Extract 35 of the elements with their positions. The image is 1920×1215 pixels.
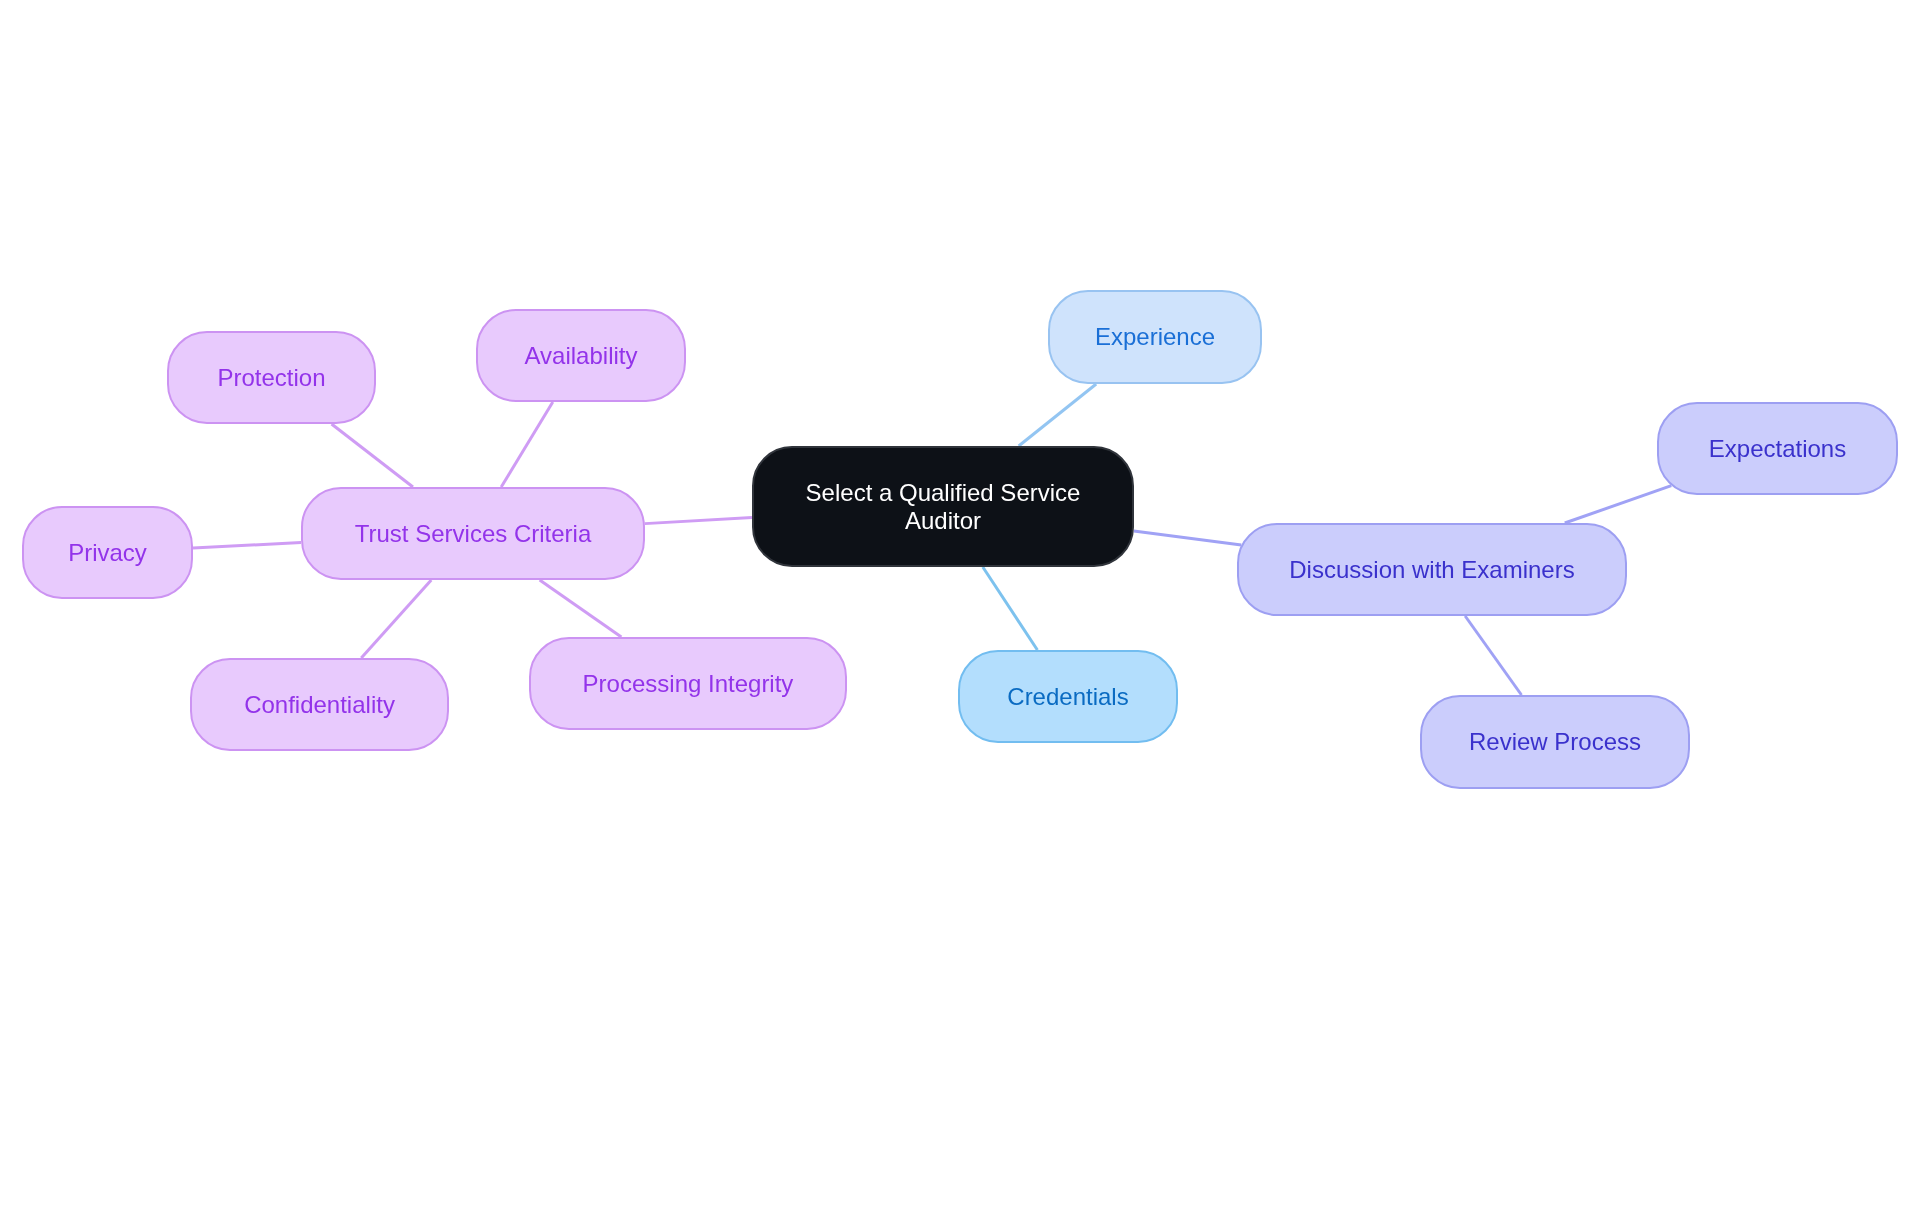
topic-pill xyxy=(190,658,449,751)
topic-pill xyxy=(529,637,847,730)
connector-line xyxy=(330,422,414,489)
topic-pill xyxy=(167,331,376,424)
topic-text: Processing Integrity xyxy=(582,668,794,699)
connector-line xyxy=(1463,615,1523,696)
connector-line xyxy=(360,579,433,659)
topic-text: Experience xyxy=(1094,322,1216,352)
connector-line xyxy=(1564,484,1672,525)
topic-pill xyxy=(1420,695,1690,789)
connector-line xyxy=(538,578,623,639)
topic-pill xyxy=(958,650,1178,743)
topic-pill xyxy=(752,446,1134,567)
topic-text: Trust Services Criteria xyxy=(354,518,592,549)
connector-line xyxy=(981,566,1039,651)
connector-line xyxy=(192,540,302,550)
topic-pill xyxy=(301,487,645,580)
topic-text: Expectations xyxy=(1708,433,1847,464)
topic-text: Select a Qualified Service Auditor xyxy=(804,478,1082,535)
connector-line xyxy=(644,515,753,526)
topic-text: Discussion with Examiners xyxy=(1289,554,1575,585)
connector-line xyxy=(1017,382,1098,448)
topic-text: Confidentiality xyxy=(244,689,395,720)
topic-text: Privacy xyxy=(68,537,147,568)
topic-pill xyxy=(1237,523,1627,616)
connector-line xyxy=(1133,529,1242,547)
topic-pill xyxy=(476,309,686,402)
connector-line xyxy=(499,401,555,488)
topic-text: Availability xyxy=(524,340,638,371)
topic-pill xyxy=(1657,402,1898,495)
topic-pill xyxy=(1048,290,1262,384)
topic-text: Review Process xyxy=(1468,727,1642,757)
topic-text: Protection xyxy=(217,362,326,393)
topic-pill xyxy=(22,506,193,599)
topic-text: Credentials xyxy=(1007,681,1129,712)
